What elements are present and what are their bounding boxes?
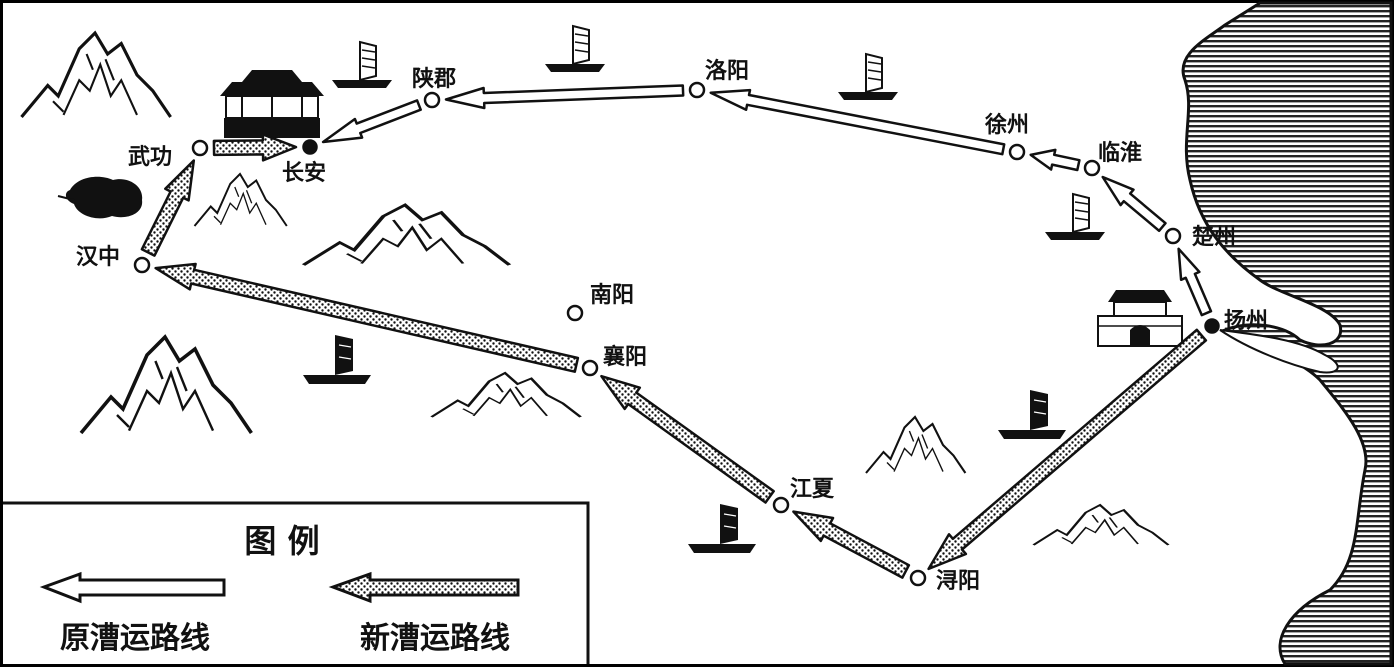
city-label-wugong: 武功 bbox=[128, 145, 172, 170]
city-label-linhuai: 临淮 bbox=[1098, 140, 1142, 166]
tree-icon bbox=[57, 176, 143, 219]
legend: 图 例 原漕运路线 新漕运路线 bbox=[3, 501, 590, 664]
original-route-arrow bbox=[709, 88, 1006, 156]
city-label-luoyang: 洛阳 bbox=[705, 58, 749, 84]
city-label-xunyang: 浔阳 bbox=[936, 569, 980, 594]
sea bbox=[1181, 1, 1393, 666]
city-marker-jiangxia bbox=[772, 496, 790, 514]
city-gate-icon bbox=[1097, 290, 1183, 347]
city-label-chuzhou: 楚州 bbox=[1192, 225, 1236, 250]
city-label-changan: 长安 bbox=[282, 160, 326, 186]
city-label-jiangxia: 江夏 bbox=[790, 477, 835, 502]
city-marker-shanjun bbox=[423, 91, 441, 109]
original-route-arrow bbox=[1029, 148, 1081, 172]
original-route-arrow bbox=[321, 99, 422, 144]
city-marker-chuzhou bbox=[1164, 227, 1182, 245]
city-marker-xuzhou bbox=[1008, 143, 1026, 161]
legend-original-arrow bbox=[39, 571, 226, 604]
new-route-arrow bbox=[140, 159, 196, 257]
city-label-shanjun: 陕郡 bbox=[412, 67, 456, 92]
city-label-nanyang: 南阳 bbox=[590, 283, 634, 308]
city-label-hanzhong: 汉中 bbox=[76, 245, 120, 270]
city-marker-nanyang bbox=[566, 304, 584, 322]
city-marker-yangzhou bbox=[1204, 318, 1220, 334]
new-route-arrow bbox=[600, 374, 775, 504]
original-route-arrow bbox=[1177, 247, 1213, 317]
city-marker-linhuai bbox=[1083, 159, 1101, 177]
coast-inlet bbox=[1219, 329, 1339, 374]
legend-title: 图 例 bbox=[244, 522, 319, 560]
city-label-yangzhou: 扬州 bbox=[1224, 309, 1268, 334]
city-marker-wugong bbox=[191, 139, 209, 157]
city-marker-luoyang bbox=[688, 81, 706, 99]
legend-original-label: 原漕运路线 bbox=[60, 621, 210, 656]
legend-new-arrow bbox=[328, 571, 520, 604]
new-route-arrow bbox=[792, 510, 911, 579]
original-route-arrow bbox=[444, 84, 685, 110]
city-label-xiangyang: 襄阳 bbox=[602, 344, 647, 370]
city-marker-changan bbox=[302, 139, 318, 155]
city-marker-xunyang bbox=[909, 569, 927, 587]
new-route-arrow bbox=[927, 328, 1208, 571]
original-route-arrow bbox=[1101, 175, 1167, 233]
new-route-arrow bbox=[212, 133, 298, 162]
legend-new-label: 新漕运路线 bbox=[360, 621, 510, 656]
city-marker-xiangyang bbox=[581, 359, 599, 377]
city-marker-hanzhong bbox=[133, 256, 151, 274]
city-label-xuzhou: 徐州 bbox=[984, 112, 1029, 138]
palace-icon bbox=[220, 70, 324, 138]
new-route-arrow bbox=[154, 262, 580, 373]
